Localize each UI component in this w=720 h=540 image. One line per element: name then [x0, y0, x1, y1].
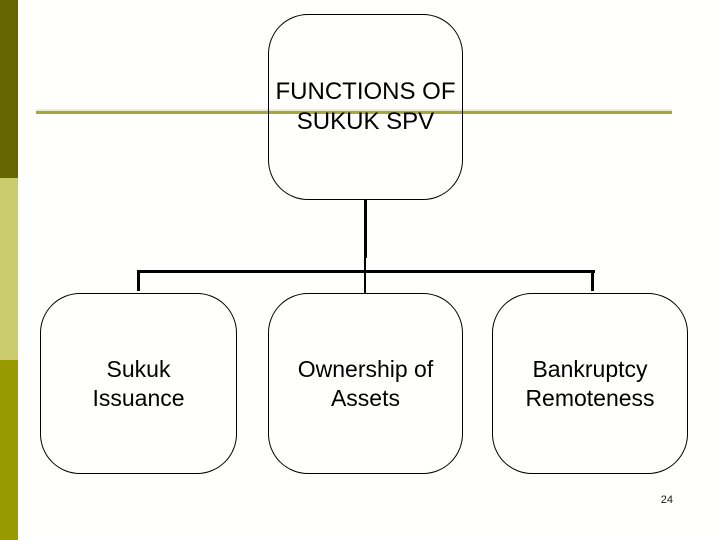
node-bankruptcy-remoteness: Bankruptcy Remoteness	[492, 293, 688, 474]
sidebar-accent-bar	[0, 0, 18, 540]
connector-right-drop	[591, 270, 594, 291]
node-label: Bankruptcy Remoteness	[525, 355, 655, 411]
node-label: Ownership of Assets	[297, 355, 434, 411]
sidebar-segment-top	[0, 0, 18, 178]
node-ownership-of-assets: Ownership of Assets	[268, 293, 463, 474]
sidebar-segment-middle	[0, 178, 18, 360]
page-number: 24	[660, 494, 673, 506]
sidebar-segment-bottom	[0, 360, 18, 540]
connector-bracket	[137, 270, 595, 273]
connector-root-stem	[364, 200, 367, 258]
connector-left-drop	[137, 270, 140, 291]
node-label: FUNCTIONS OF SUKUK SPV	[275, 78, 456, 135]
connector-center-drop	[364, 258, 366, 293]
node-functions-of-sukuk-spv: FUNCTIONS OF SUKUK SPV	[268, 14, 463, 200]
node-sukuk-issuance: Sukuk Issuance	[40, 293, 237, 474]
title-underline-line	[36, 111, 672, 114]
node-label: Sukuk Issuance	[92, 355, 185, 411]
